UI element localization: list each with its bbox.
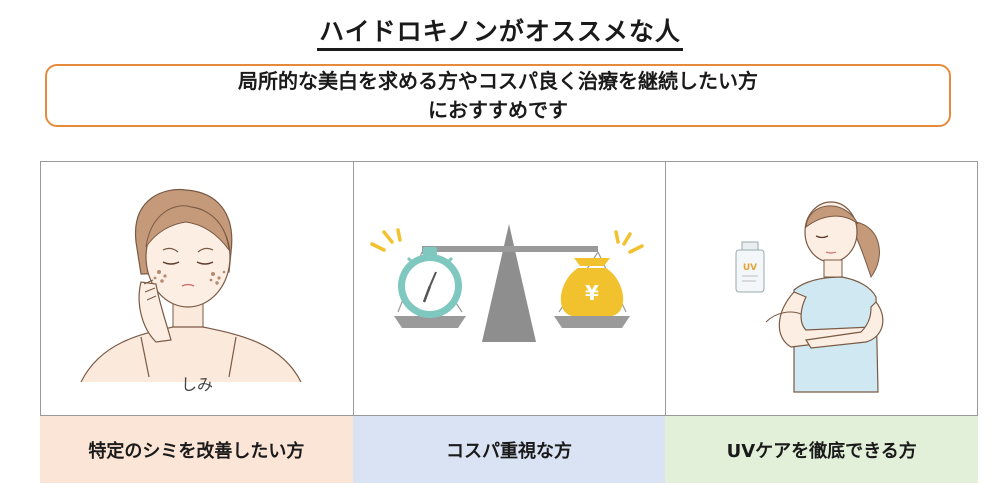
scale-pillar-icon xyxy=(481,224,536,342)
card-uv: UV UVケアを徹底で xyxy=(665,161,979,483)
card-spots-label: 特定のシミを改善したい方 xyxy=(40,416,353,483)
money-bag-icon: ¥ xyxy=(560,258,623,316)
balance-scale-clock-moneybag-illustration: ¥ xyxy=(369,224,644,342)
card-spots-label-text: 特定のシミを改善したい方 xyxy=(88,440,305,462)
woman-with-spots-illustration: しみ xyxy=(80,188,302,394)
scale-beam-icon xyxy=(421,246,598,252)
card-cost-label: コスパ重視な方 xyxy=(352,416,666,483)
card-cost-illustration: ¥ xyxy=(352,161,666,416)
summary-box: 局所的な美白を求める方やコスパ良く治療を継続したい方 におすすめです xyxy=(45,64,951,127)
card-spots: しみ 特定のシミを改善したい方 xyxy=(40,161,353,483)
clock-icon xyxy=(397,247,462,318)
woman-applying-sunscreen-illustration: UV xyxy=(735,201,884,393)
recommendation-grid: しみ 特定のシミを改善したい方 xyxy=(40,161,979,483)
card-uv-illustration: UV xyxy=(665,161,979,416)
card-uv-label-text: UVケアを徹底できる方 xyxy=(726,440,917,462)
card-cost-label-text: コスパ重視な方 xyxy=(446,440,572,462)
page-title-text: ハイドロキノンがオススメな人 xyxy=(317,17,683,51)
right-pan-icon xyxy=(553,316,630,328)
card-cost: ¥ コスパ重視な方 xyxy=(352,161,666,483)
summary-line-1: 局所的な美白を求める方やコスパ良く治療を継続したい方 xyxy=(238,68,758,93)
sunscreen-bottle-icon: UV xyxy=(735,241,765,293)
spots-caption: しみ xyxy=(181,375,213,394)
page-title: ハイドロキノンがオススメな人 xyxy=(0,12,1000,51)
sparkle-right-icon xyxy=(613,230,644,254)
bottle-label: UV xyxy=(743,263,757,273)
sparkle-left-icon xyxy=(369,228,402,252)
yen-symbol: ¥ xyxy=(585,281,599,305)
card-spots-illustration: しみ xyxy=(40,161,353,416)
summary-line-2: におすすめです xyxy=(428,97,568,122)
left-pan-icon xyxy=(393,316,466,328)
card-uv-label: UVケアを徹底できる方 xyxy=(665,416,979,483)
